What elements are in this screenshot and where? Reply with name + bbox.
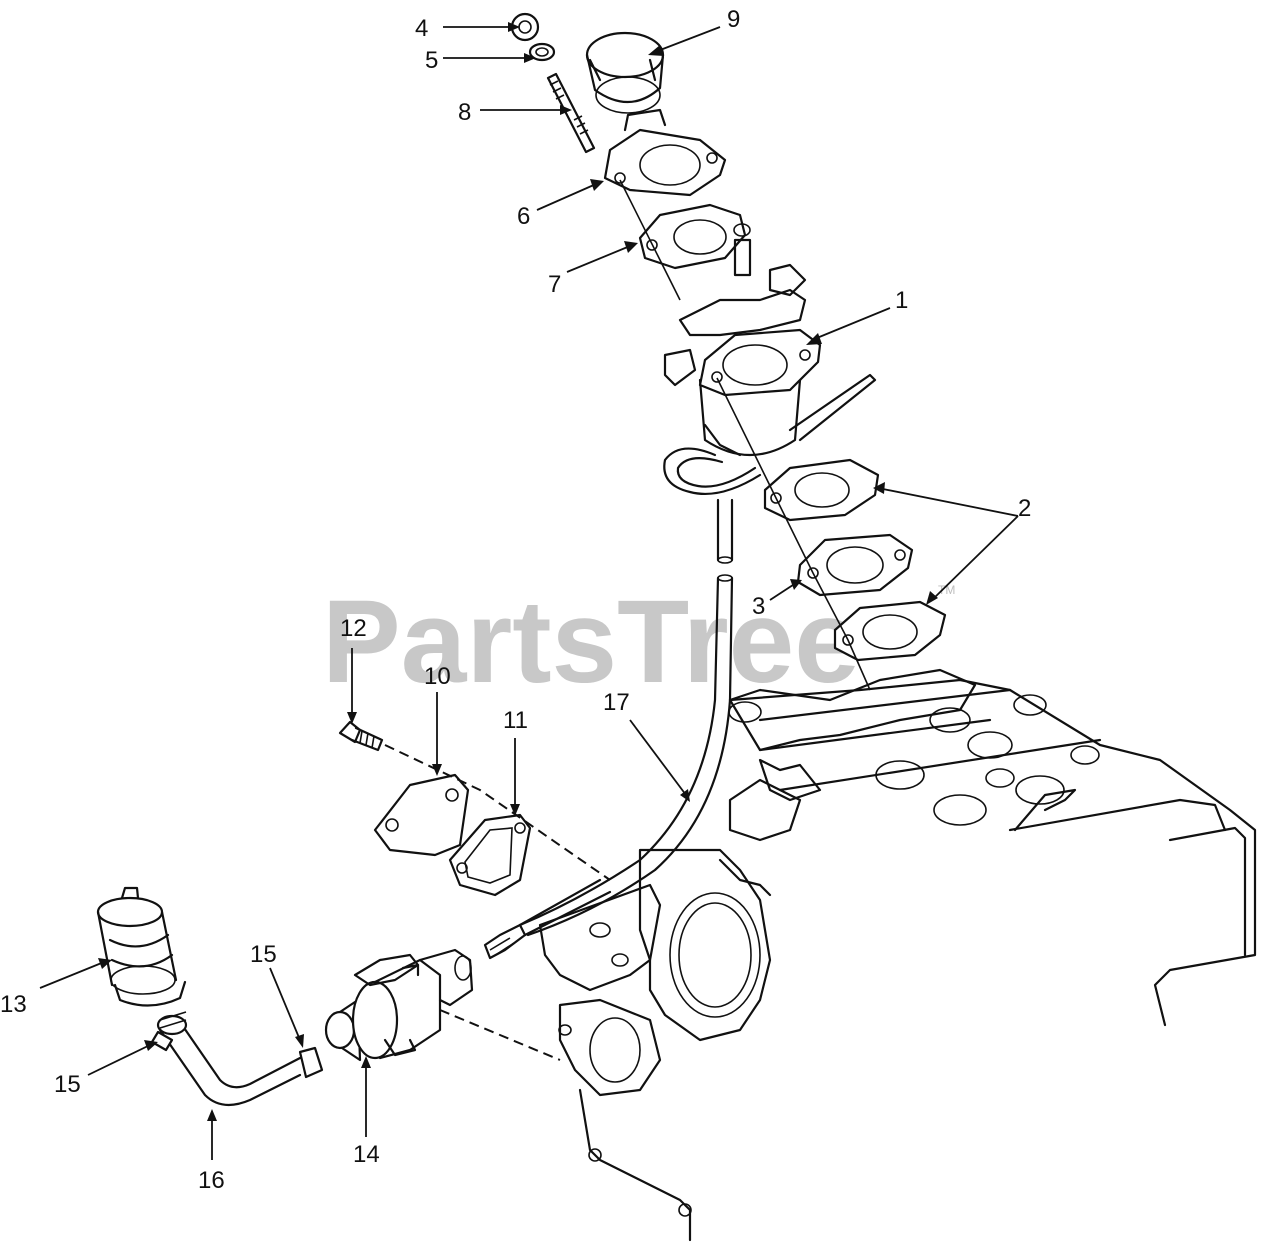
callout-13: 13 <box>0 991 27 1018</box>
callout-8: 8 <box>458 99 471 126</box>
inlet-fitting <box>483 878 612 960</box>
part-13-fuel-filter <box>96 886 187 1007</box>
callout-15-left: 15 <box>54 1071 81 1098</box>
part-1-carburetor <box>663 223 877 496</box>
part-5-washer <box>528 42 556 62</box>
part-2-gasket-upper <box>763 458 880 522</box>
engine-block <box>538 668 1257 1242</box>
part-15-clamp-right <box>298 1046 324 1079</box>
callout-12: 12 <box>340 615 367 642</box>
watermark: PartsTree TM <box>322 576 955 708</box>
part-15-clamp-left <box>150 1030 174 1052</box>
part-17-fuel-line <box>518 498 734 937</box>
watermark-text: PartsTree <box>322 576 860 708</box>
callout-labels: 4 5 8 9 6 7 1 2 3 12 10 11 17 13 15 15 1… <box>0 6 1031 1194</box>
callout-15-right: 15 <box>250 941 277 968</box>
part-8-stud <box>546 72 596 154</box>
callout-6: 6 <box>517 203 530 230</box>
callout-2: 2 <box>1018 495 1031 522</box>
part-9-elbow <box>585 31 665 114</box>
part-3-spacer <box>796 533 914 597</box>
watermark-trademark: TM <box>938 583 955 597</box>
part-14-fuel-pump <box>324 948 474 1062</box>
callout-16: 16 <box>198 1167 225 1194</box>
callout-10: 10 <box>424 663 451 690</box>
callout-4: 4 <box>415 15 428 42</box>
callout-7: 7 <box>548 271 561 298</box>
part-16-hose <box>156 1011 302 1107</box>
callout-14: 14 <box>353 1141 380 1168</box>
callout-5: 5 <box>425 47 438 74</box>
callout-1: 1 <box>895 287 908 314</box>
part-10-cover-plate <box>373 773 470 857</box>
leader-lines <box>39 22 1019 1160</box>
callout-9: 9 <box>727 6 740 33</box>
callout-3: 3 <box>752 593 765 620</box>
part-7-gasket <box>638 203 747 270</box>
part-12-screw <box>338 720 384 752</box>
callout-11: 11 <box>503 707 528 734</box>
part-11-gasket <box>448 813 532 897</box>
part-6-flange <box>603 108 727 197</box>
part-2-gasket-lower <box>833 600 947 662</box>
callout-17: 17 <box>603 689 630 716</box>
